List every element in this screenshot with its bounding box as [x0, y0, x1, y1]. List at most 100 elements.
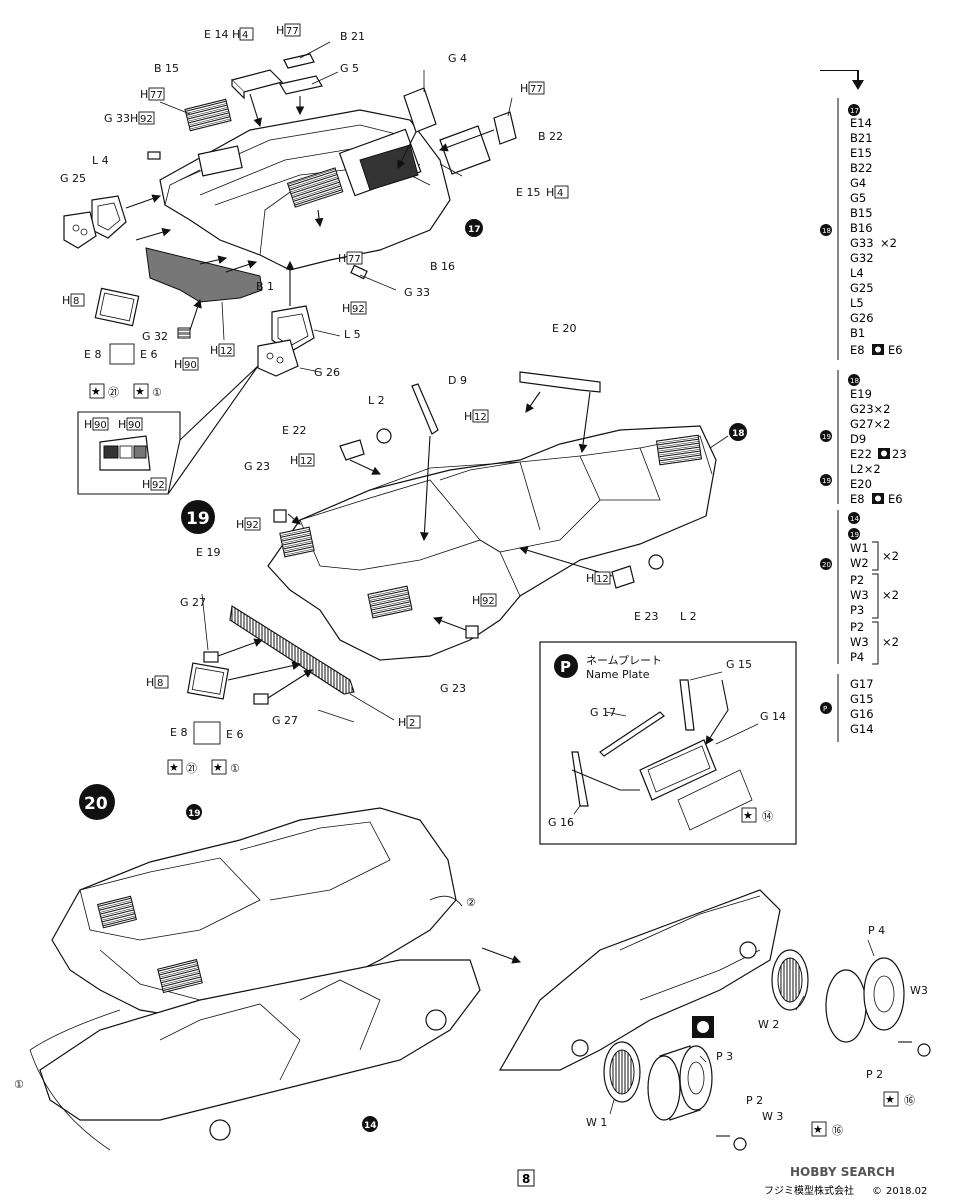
- label-h4-e15: 4: [557, 188, 563, 199]
- label-c2: ②: [466, 896, 476, 909]
- pl-item: E8: [850, 492, 865, 506]
- svg-text:H: H: [174, 358, 182, 371]
- label-g23-top: G 23: [244, 460, 270, 473]
- step-19-ref-20: 19: [188, 809, 201, 819]
- label-c14: ⑭: [762, 810, 773, 823]
- pl-nameplate-items: G17 G15 G16 G14: [850, 677, 874, 736]
- label-h92-box: 92: [152, 480, 165, 491]
- step-20-assembly: 20: [29, 784, 931, 1151]
- pl-step17-parent: 17: [850, 107, 859, 115]
- pl-item: G33: [850, 236, 874, 250]
- pl-mult: ×2: [882, 635, 899, 649]
- svg-text:H: H: [276, 24, 284, 37]
- label-e14: E 14: [204, 28, 228, 41]
- pl-mult: ×2: [880, 236, 897, 250]
- label-h77-b22: 77: [530, 84, 543, 95]
- footer: 8 HOBBY SEARCH フジミ模型株式会社 © 2018.02: [517, 1165, 927, 1197]
- pl-item: P3: [850, 603, 864, 617]
- svg-text:H: H: [464, 410, 472, 423]
- nameplate-labels: G 15 G 17 G 14 G 16 ★ ⑭: [548, 658, 786, 829]
- pl-step20-items: W1 W2 ×2 P2 W3 P3 ×2 P2 W3 P4 ×2: [850, 541, 899, 664]
- pl-step18-items: E19 G23×2 G27×2 D9 E22 23 L2×2 E20 E8 E6: [850, 387, 907, 506]
- svg-text:H: H: [142, 478, 150, 491]
- pl-item: G32: [850, 251, 874, 265]
- label-p4: P 4: [868, 924, 885, 937]
- pl-item: E8: [850, 343, 865, 357]
- svg-text:H: H: [520, 82, 528, 95]
- nameplate-title-jp: ネームプレート: [586, 654, 662, 667]
- pl-item: D9: [850, 432, 866, 446]
- label-h77-b15: 77: [150, 90, 163, 101]
- label-p2-bottom: P 2: [746, 1094, 763, 1107]
- footer-copyright: ©: [872, 1186, 882, 1197]
- pl-item: G23×2: [850, 402, 891, 416]
- nameplate-title-en: Name Plate: [586, 668, 650, 681]
- label-h8-b: 8: [157, 678, 163, 689]
- pl-step18-parent: 18: [850, 377, 859, 385]
- pl-step19-p2: 19: [850, 531, 859, 539]
- pl-item: G25: [850, 281, 874, 295]
- step-18-ref: 18: [732, 429, 745, 439]
- label-h12-e23: 12: [596, 574, 609, 585]
- label-h12-e22: 12: [300, 456, 313, 467]
- label-b1: B 1: [256, 280, 274, 293]
- label-g15: G 15: [726, 658, 752, 671]
- label-b16: B 16: [430, 260, 455, 273]
- svg-text:H: H: [140, 88, 148, 101]
- pl-item: P4: [850, 650, 864, 664]
- label-w1: W 1: [586, 1116, 607, 1129]
- label-h77-b16: 77: [348, 254, 361, 265]
- label-h12-d9: 12: [474, 412, 487, 423]
- pl-item: B15: [850, 206, 873, 220]
- watermark: HOBBY SEARCH: [790, 1165, 895, 1179]
- svg-text:★: ★: [91, 385, 101, 398]
- pl-nameplate-marker: P: [823, 705, 827, 713]
- svg-text:★: ★: [743, 809, 753, 822]
- pl-step19-p1: 14: [850, 515, 859, 523]
- label-c21: ㉑: [108, 386, 119, 399]
- label-h4: 4: [242, 30, 248, 41]
- nameplate-box: P ネームプレート Name Plate: [539, 641, 797, 845]
- pl-item: P2: [850, 573, 864, 587]
- page-number: 8: [522, 1172, 530, 1186]
- svg-text:H: H: [398, 716, 406, 729]
- parts-list: 17 E14 B21 E15 B22 G4 G5 B15 B16 G33 ×2 …: [820, 70, 907, 742]
- label-d9: D 9: [448, 374, 467, 387]
- step-19-labels: E 20 D 9 L 2 H 12 E 22 H 12 G 23 H 92 H …: [146, 322, 747, 775]
- svg-text:H: H: [130, 112, 138, 125]
- pl-item: E6: [888, 343, 903, 357]
- pl-step19-marker-b: 19: [822, 477, 831, 485]
- label-l4: L 4: [92, 154, 109, 167]
- pl-mult: ×2: [882, 549, 899, 563]
- step-19-assembly: 19: [181, 371, 729, 723]
- label-b21: B 21: [340, 30, 365, 43]
- label-c1-b: ①: [230, 762, 240, 775]
- pl-item: W1: [850, 541, 869, 555]
- svg-text:★: ★: [135, 385, 145, 398]
- label-p3: P 3: [716, 1050, 733, 1063]
- footer-date: 2018.02: [886, 1186, 927, 1197]
- pl-step18-marker: 18: [822, 227, 831, 235]
- label-w3-right: W3: [910, 984, 928, 997]
- pl-item: G17: [850, 677, 874, 691]
- label-g26: G 26: [314, 366, 340, 379]
- pl-item: W2: [850, 556, 869, 570]
- svg-text:H: H: [586, 572, 594, 585]
- label-e20: E 20: [552, 322, 576, 335]
- pl-item: E20: [850, 477, 872, 491]
- step-17-marker: 17: [468, 225, 481, 235]
- svg-text:H: H: [210, 344, 218, 357]
- label-b15: B 15: [154, 62, 179, 75]
- pl-item: G26: [850, 311, 874, 325]
- label-g17: G 17: [590, 706, 616, 719]
- pl-item: 23: [892, 447, 907, 461]
- svg-text:H: H: [62, 294, 70, 307]
- pl-item: E14: [850, 116, 872, 130]
- svg-text:H: H: [84, 418, 92, 431]
- pl-item: W3: [850, 635, 869, 649]
- label-g25: G 25: [60, 172, 86, 185]
- label-e19: E 19: [196, 546, 220, 559]
- svg-text:H: H: [146, 676, 154, 689]
- pl-item: P2: [850, 620, 864, 634]
